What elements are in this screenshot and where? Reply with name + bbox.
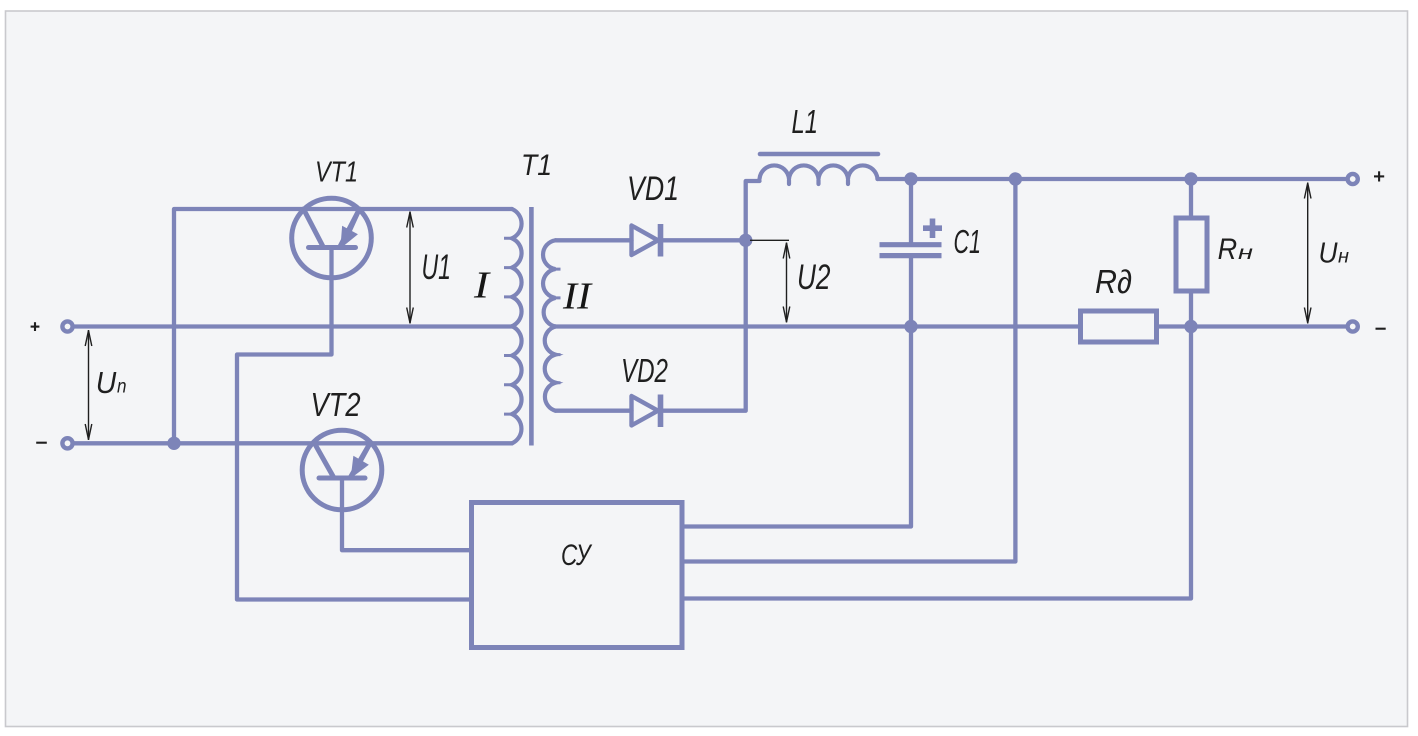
svg-text:L1: L1 [792, 103, 819, 140]
svg-text:н: н [1238, 243, 1254, 264]
svg-text:СУ: СУ [561, 539, 593, 572]
svg-text:VT2: VT2 [311, 386, 361, 423]
svg-text:T1: T1 [521, 149, 552, 182]
svg-text:VD2: VD2 [621, 352, 668, 389]
svg-text:n: n [117, 377, 127, 398]
svg-text:VT1: VT1 [315, 157, 358, 189]
svg-text:U1: U1 [422, 248, 452, 287]
svg-text:U: U [1319, 238, 1339, 270]
svg-text:I: I [473, 265, 492, 307]
svg-text:U2: U2 [797, 258, 831, 297]
svg-text:VD1: VD1 [627, 170, 679, 208]
svg-text:R∂: R∂ [1095, 263, 1132, 300]
svg-text:R: R [1218, 233, 1238, 266]
svg-text:C1: C1 [954, 223, 982, 260]
svg-text:н: н [1338, 247, 1350, 268]
svg-text:U: U [96, 365, 117, 400]
svg-text:II: II [562, 276, 594, 318]
